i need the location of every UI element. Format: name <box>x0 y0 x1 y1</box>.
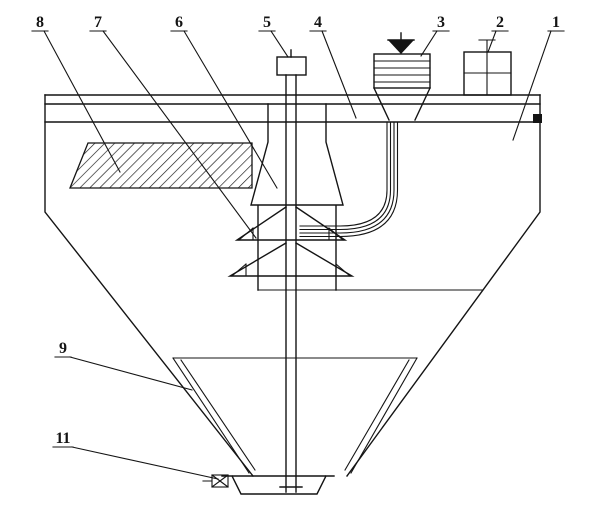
callout-4-number: 4 <box>314 14 322 31</box>
deck-lines <box>44 94 541 123</box>
drive-stem <box>387 32 415 41</box>
callout-11-leader <box>71 446 219 480</box>
drive-unit <box>373 32 431 121</box>
callout-3-number: 3 <box>437 14 445 31</box>
callout-7-leader <box>102 30 257 239</box>
callout-8-number: 8 <box>36 14 44 31</box>
feed-pipe <box>299 121 399 238</box>
callout-1-leader <box>512 30 552 141</box>
callout-11-number: 11 <box>55 430 70 447</box>
callout-6-leader <box>183 30 278 189</box>
center-shaft <box>276 49 307 493</box>
callout-5-number: 5 <box>263 14 271 31</box>
callout-2: 2 <box>487 14 509 53</box>
drive-top-triangle <box>388 40 414 54</box>
float-box-cross <box>463 39 512 96</box>
callout-6-number: 6 <box>175 14 183 31</box>
callout-11: 11 <box>52 430 219 480</box>
callout-8: 8 <box>31 14 121 173</box>
distribution-cones <box>227 206 355 277</box>
callout-1: 1 <box>512 14 565 141</box>
callout-4: 4 <box>309 14 357 119</box>
feed-pipe-line-4 <box>299 121 399 238</box>
cone-tier-1 <box>234 206 348 241</box>
callout-8-leader <box>43 30 121 173</box>
callout-2-number: 2 <box>496 14 504 31</box>
callout-9-leader <box>69 356 193 391</box>
callout-9: 9 <box>54 340 193 391</box>
shaft-top-box <box>276 56 307 76</box>
deck-bridge <box>44 94 541 123</box>
bottom-discharge <box>202 474 335 495</box>
wall-detail-block <box>533 114 542 123</box>
cone-tier-2 <box>227 242 355 277</box>
callout-7: 7 <box>89 14 257 239</box>
callout-6: 6 <box>170 14 278 189</box>
drive-funnel <box>373 87 431 121</box>
callout-3-leader <box>420 30 438 57</box>
inner-cone-lines <box>172 357 418 474</box>
callout-4-leader <box>321 30 357 119</box>
feed-pipe-line-3 <box>299 121 395 234</box>
callout-5: 5 <box>258 14 289 58</box>
shaft-lines <box>279 49 303 493</box>
discharge-valve-cross <box>202 474 229 488</box>
cone-tier-2-gussets <box>231 263 351 277</box>
drive-stack-fins <box>373 60 431 83</box>
inner-cone-liner <box>172 357 418 474</box>
float-box <box>463 39 512 96</box>
callout-1-number: 1 <box>552 14 560 31</box>
callout-7-number: 7 <box>94 14 102 31</box>
feed-pipe-line-1 <box>299 121 388 227</box>
feed-pipe-line-2 <box>299 121 392 231</box>
sloped-feed-plate <box>69 142 253 189</box>
hatched-area <box>69 142 253 189</box>
callouts: 8 7 6 5 4 3 2 <box>31 14 565 480</box>
callout-5-leader <box>270 30 289 58</box>
callout-3: 3 <box>420 14 450 57</box>
callout-9-number: 9 <box>59 340 67 357</box>
discharge-outline <box>221 475 335 495</box>
drive-stack <box>373 53 431 89</box>
callout-2-leader <box>487 30 497 53</box>
